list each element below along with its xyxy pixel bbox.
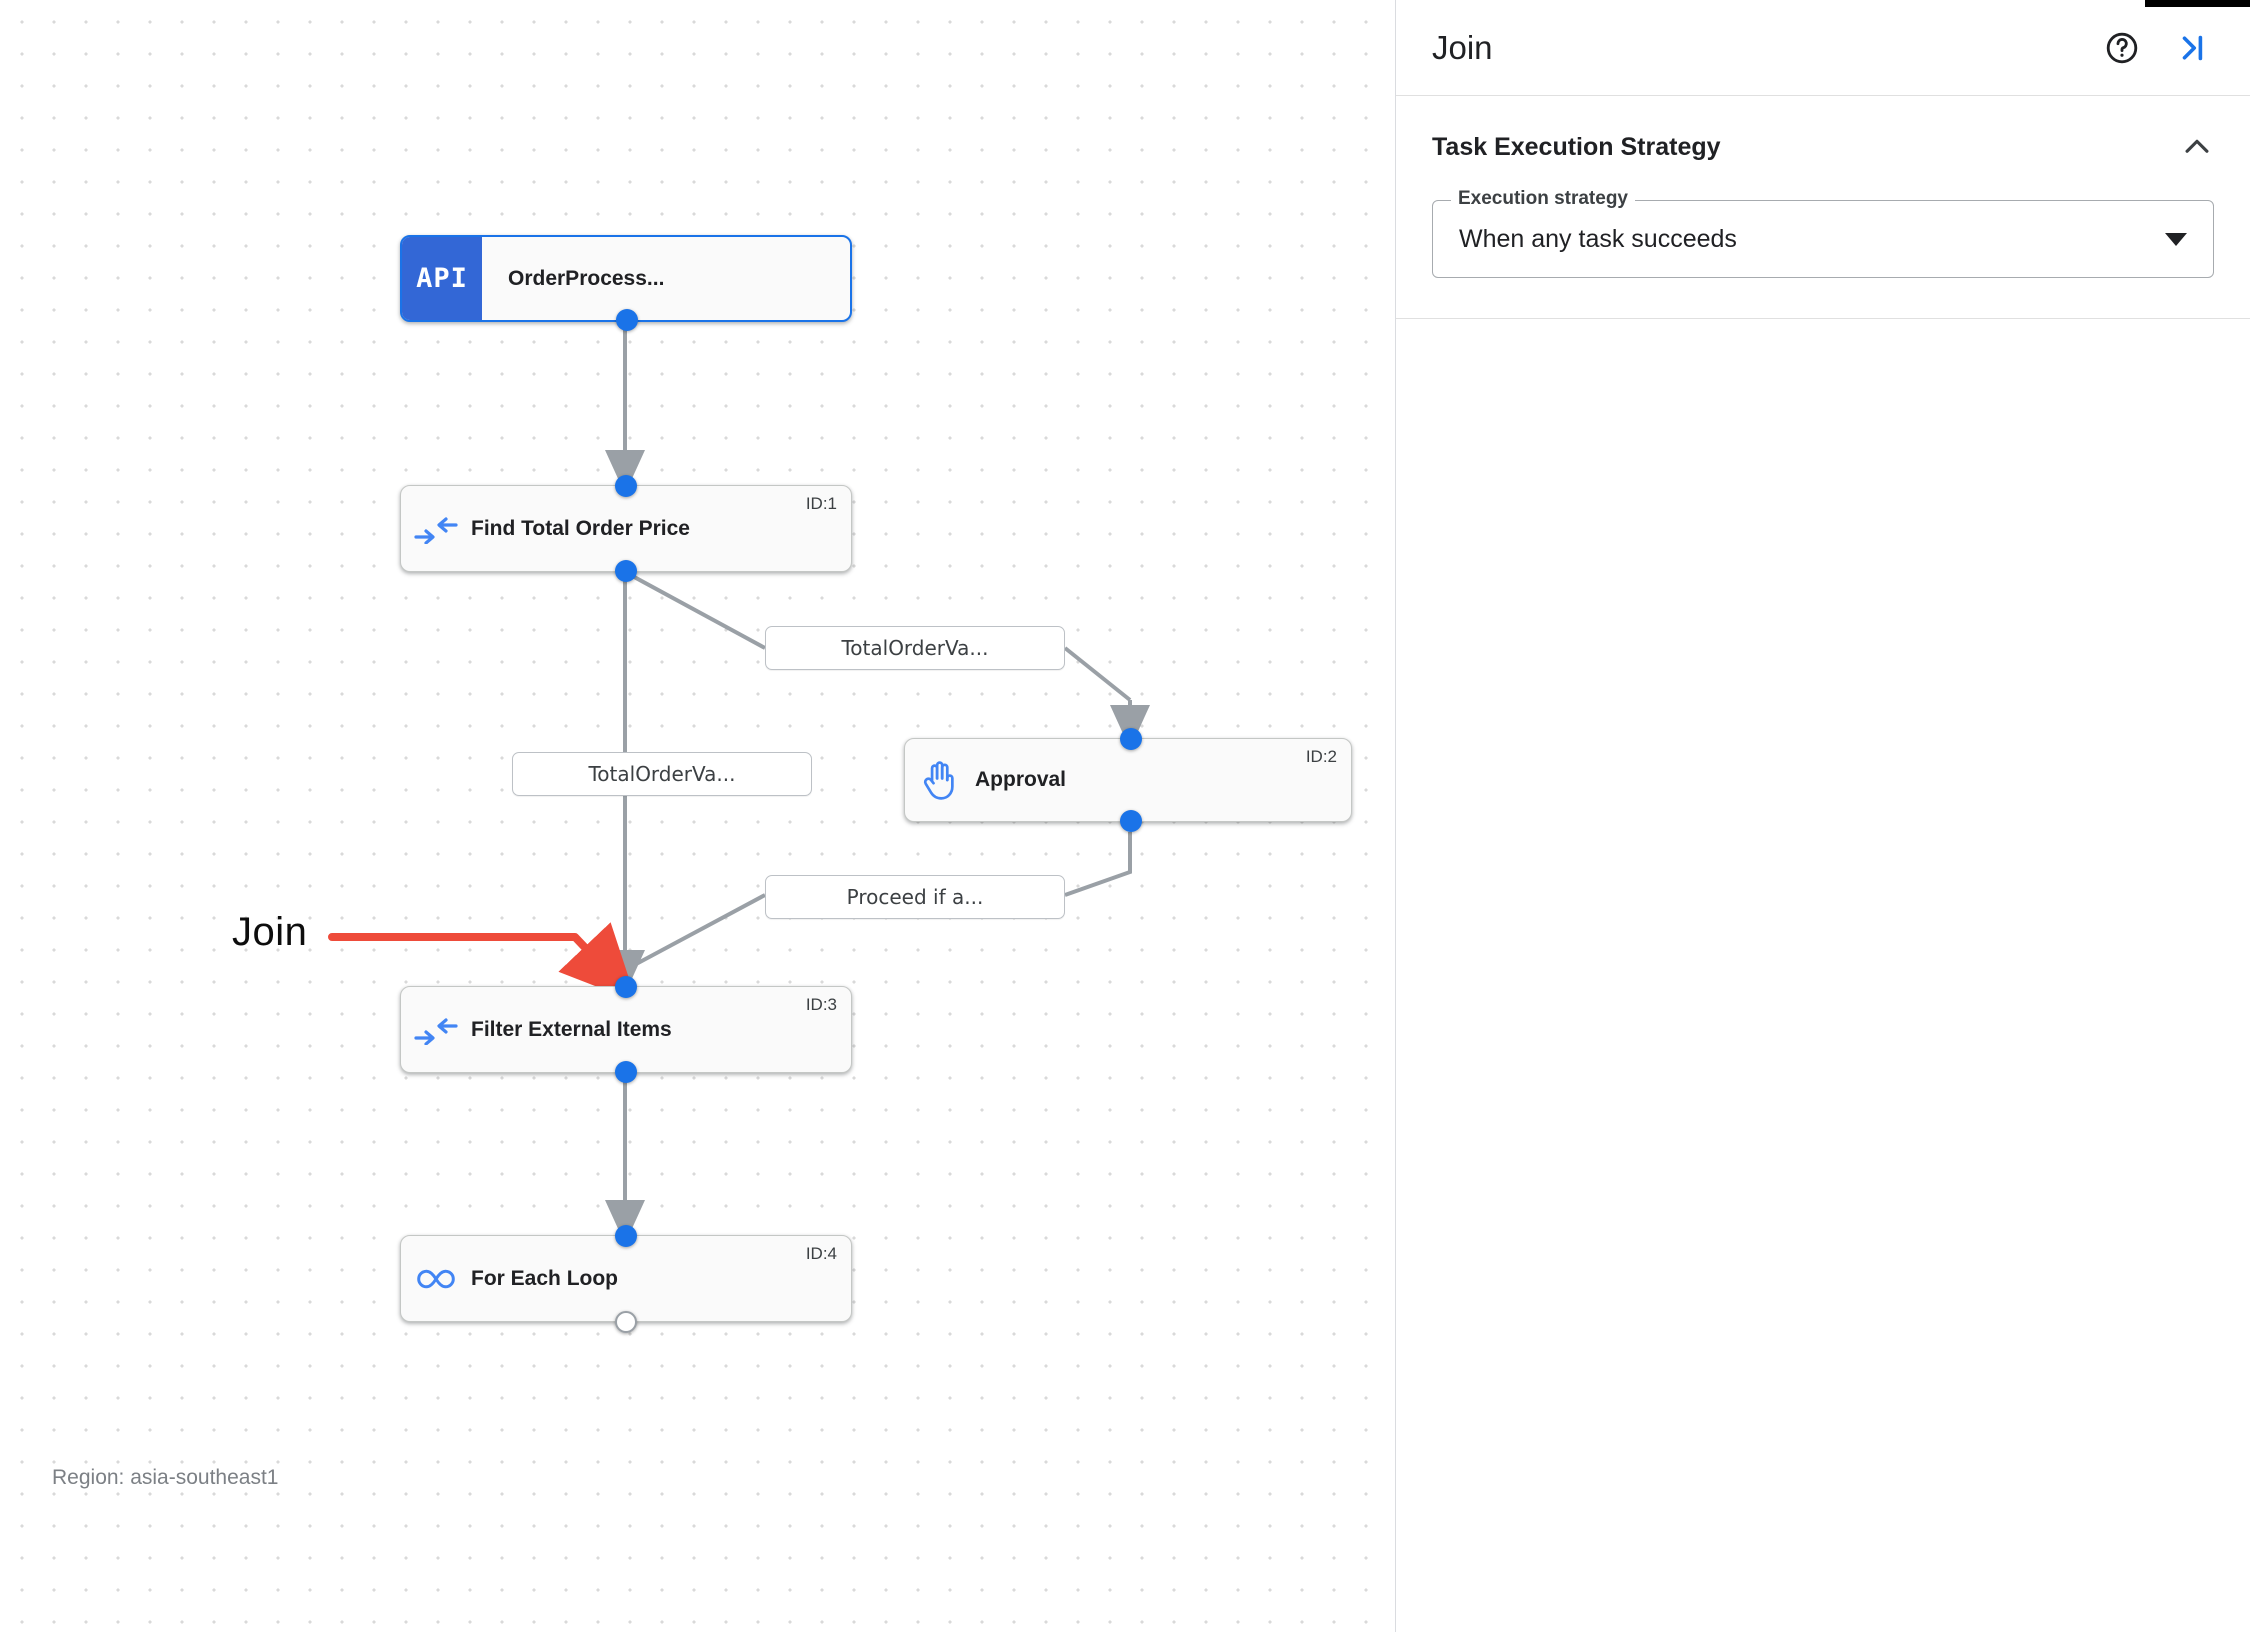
infinity-icon [401,1266,471,1292]
chevron-down-icon[interactable] [2165,232,2187,246]
node-output-port[interactable] [615,1311,637,1333]
task-execution-strategy-section: Task Execution Strategy Execution strate… [1396,96,2250,319]
node-output-port[interactable] [616,309,638,331]
node-filter-external-items[interactable]: Filter External Items ID:3 [400,976,852,1083]
node-label: Filter External Items [471,1017,672,1041]
node-input-port[interactable] [615,1225,637,1247]
node-input-port[interactable] [1120,728,1142,750]
panel-title: Join [1432,28,1493,66]
node-label: Approval [975,768,1067,791]
node-output-port[interactable] [1120,810,1142,832]
collapse-panel-icon[interactable] [2168,24,2216,72]
section-header[interactable]: Task Execution Strategy [1432,130,2214,164]
execution-strategy-label: Execution strategy [1451,188,1635,210]
panel-header: Join [1396,0,2250,96]
merge-arrows-icon [401,1015,471,1045]
node-input-port[interactable] [615,976,637,998]
section-title: Task Execution Strategy [1432,132,1721,161]
edge-label-proceed-if-approved[interactable]: Proceed if a... [765,875,1065,919]
node-find-total-order-price[interactable]: Find Total Order Price ID:1 [400,475,852,582]
help-circle-icon[interactable] [2098,24,2146,72]
region-label: Region: asia-southeast1 [52,1466,279,1489]
node-output-port[interactable] [615,1061,637,1083]
execution-strategy-value: When any task succeeds [1459,224,1737,253]
node-id: ID:2 [1305,747,1337,766]
edge-label-total-order-value-upper[interactable]: TotalOrderVa... [765,626,1065,670]
properties-panel: Join Task Execution Strategy [1395,0,2250,1632]
node-approval[interactable]: Approval ID:2 [904,728,1352,832]
node-input-port[interactable] [615,475,637,497]
node-id: ID:4 [805,1244,837,1263]
annotation-label-join: Join [232,910,308,954]
node-order-process[interactable]: API OrderProcess... [400,235,852,331]
node-label: For Each Loop [471,1266,618,1290]
panel-top-accent-bar [2145,0,2250,7]
workflow-canvas[interactable]: API OrderProcess... Find Total Order Pri… [0,0,1395,1632]
node-label: Find Total Order Price [471,516,690,540]
node-id: ID:3 [805,995,837,1014]
node-for-each-loop[interactable]: For Each Loop ID:4 [400,1225,852,1333]
node-label: OrderProcess... [508,266,665,290]
hand-icon [905,759,975,801]
merge-arrows-icon [401,514,471,544]
node-id: ID:1 [805,494,837,513]
chevron-up-icon[interactable] [2180,130,2214,164]
edge-label-total-order-value-lower[interactable]: TotalOrderVa... [512,752,812,796]
node-output-port[interactable] [615,560,637,582]
execution-strategy-select[interactable]: Execution strategy When any task succeed… [1432,188,2214,278]
api-badge-icon: API [402,237,482,320]
